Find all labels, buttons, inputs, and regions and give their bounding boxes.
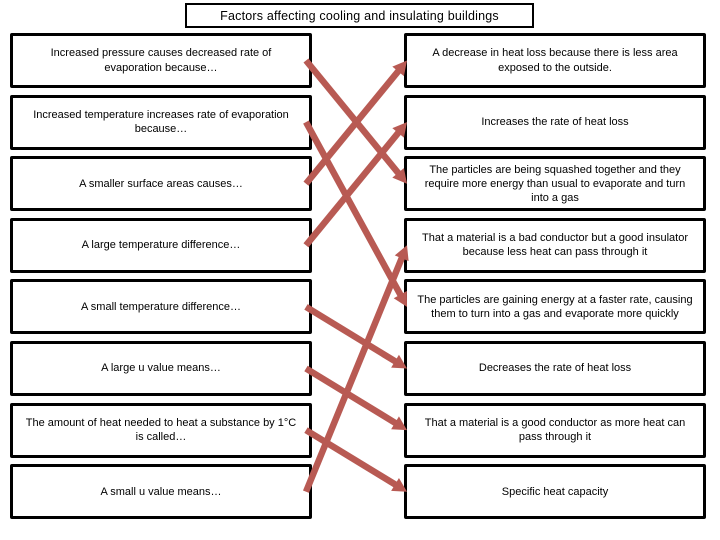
match-arrow-1-to-3 (303, 58, 407, 184)
match-arrow-4-to-2 (303, 122, 407, 248)
left-box-5: A small temperature difference… (10, 279, 312, 335)
left-box-1: Increased pressure causes decreased rate… (10, 33, 312, 88)
match-arrow-5-to-6 (304, 304, 407, 369)
page-title: Factors affecting cooling and insulating… (185, 3, 534, 28)
right-box-2: Increases the rate of heat loss (404, 94, 706, 150)
arrow-shaft (303, 120, 405, 298)
left-box-2: Increased temperature increases rate of … (10, 94, 312, 150)
right-box-7: That a material is a good conductor as m… (404, 402, 706, 458)
match-arrow-2-to-5 (303, 120, 407, 307)
right-box-4: That a material is a bad conductor but a… (404, 217, 706, 273)
arrow-shaft (303, 129, 402, 248)
match-arrow-7-to-8 (304, 427, 407, 492)
arrow-shaft (303, 67, 402, 186)
left-box-7: The amount of heat needed to heat a subs… (10, 402, 312, 458)
right-box-8: Specific heat capacity (404, 464, 706, 520)
arrow-shaft (304, 427, 399, 489)
arrow-shaft (304, 304, 399, 366)
right-box-1: A decrease in heat loss because there is… (404, 33, 706, 88)
right-box-6: Decreases the rate of heat loss (404, 341, 706, 396)
left-box-4: A large temperature difference… (10, 217, 312, 273)
left-box-8: A small u value means… (10, 464, 312, 520)
right-box-3: The particles are being squashed togethe… (404, 156, 706, 212)
match-arrow-6-to-7 (304, 365, 407, 431)
arrow-shaft (302, 255, 406, 493)
arrow-shaft (304, 365, 399, 427)
match-arrow-3-to-1 (303, 60, 407, 186)
right-box-5: The particles are gaining energy at a fa… (404, 279, 706, 335)
arrow-shaft (303, 58, 402, 177)
match-arrow-8-to-4 (302, 245, 409, 493)
left-box-6: A large u value means… (10, 341, 312, 396)
left-box-3: A smaller surface areas causes… (10, 156, 312, 212)
